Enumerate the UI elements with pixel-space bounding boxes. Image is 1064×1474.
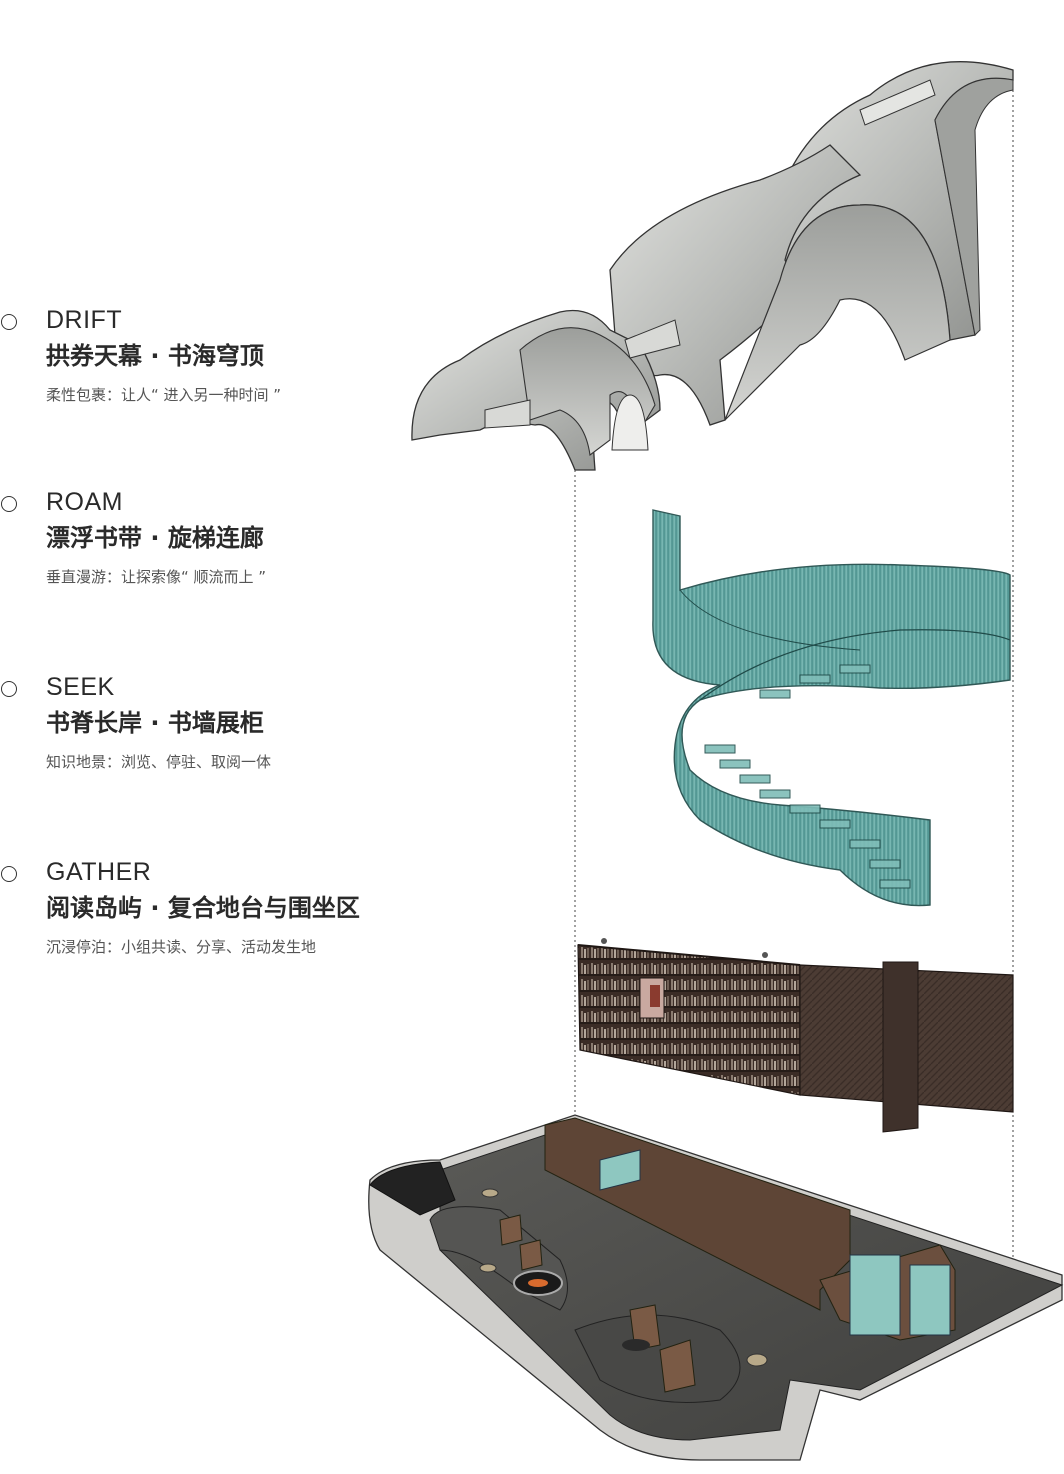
legend-description: 知识地景：浏览、停驻、取阅一体 — [46, 753, 272, 771]
legend-description: 垂直漫游：让探索像“ 顺流而上 ” — [46, 568, 267, 586]
legend-description: 沉浸停泊：小组共读、分享、活动发生地 — [46, 938, 317, 956]
spiral-staircase — [652, 509, 1011, 907]
projection-lines — [574, 80, 1014, 1260]
circle-icon — [1, 496, 17, 512]
legend-title-en: SEEK — [46, 673, 115, 701]
bookshelf-wall — [577, 938, 1014, 1133]
legend-description: 柔性包裹：让人“ 进入另一种时间 ” — [46, 386, 282, 404]
circle-icon — [1, 866, 17, 882]
legend-title-en: GATHER — [46, 858, 152, 886]
legend-title-zh: 拱券天幕 · 书海穹顶 — [46, 342, 264, 370]
circle-icon — [1, 681, 17, 697]
circle-icon — [1, 314, 17, 330]
vault-canopy — [411, 61, 1014, 471]
reading-island-platform — [368, 1114, 1064, 1461]
legend-title-en: ROAM — [46, 488, 123, 516]
legend-title-zh: 漂浮书带 · 旋梯连廊 — [46, 524, 264, 552]
legend-title-en: DRIFT — [46, 306, 123, 334]
legend-title-zh: 书脊长岸 · 书墙展柜 — [46, 709, 264, 737]
legend-title-zh: 阅读岛屿 · 复合地台与围坐区 — [46, 894, 360, 922]
